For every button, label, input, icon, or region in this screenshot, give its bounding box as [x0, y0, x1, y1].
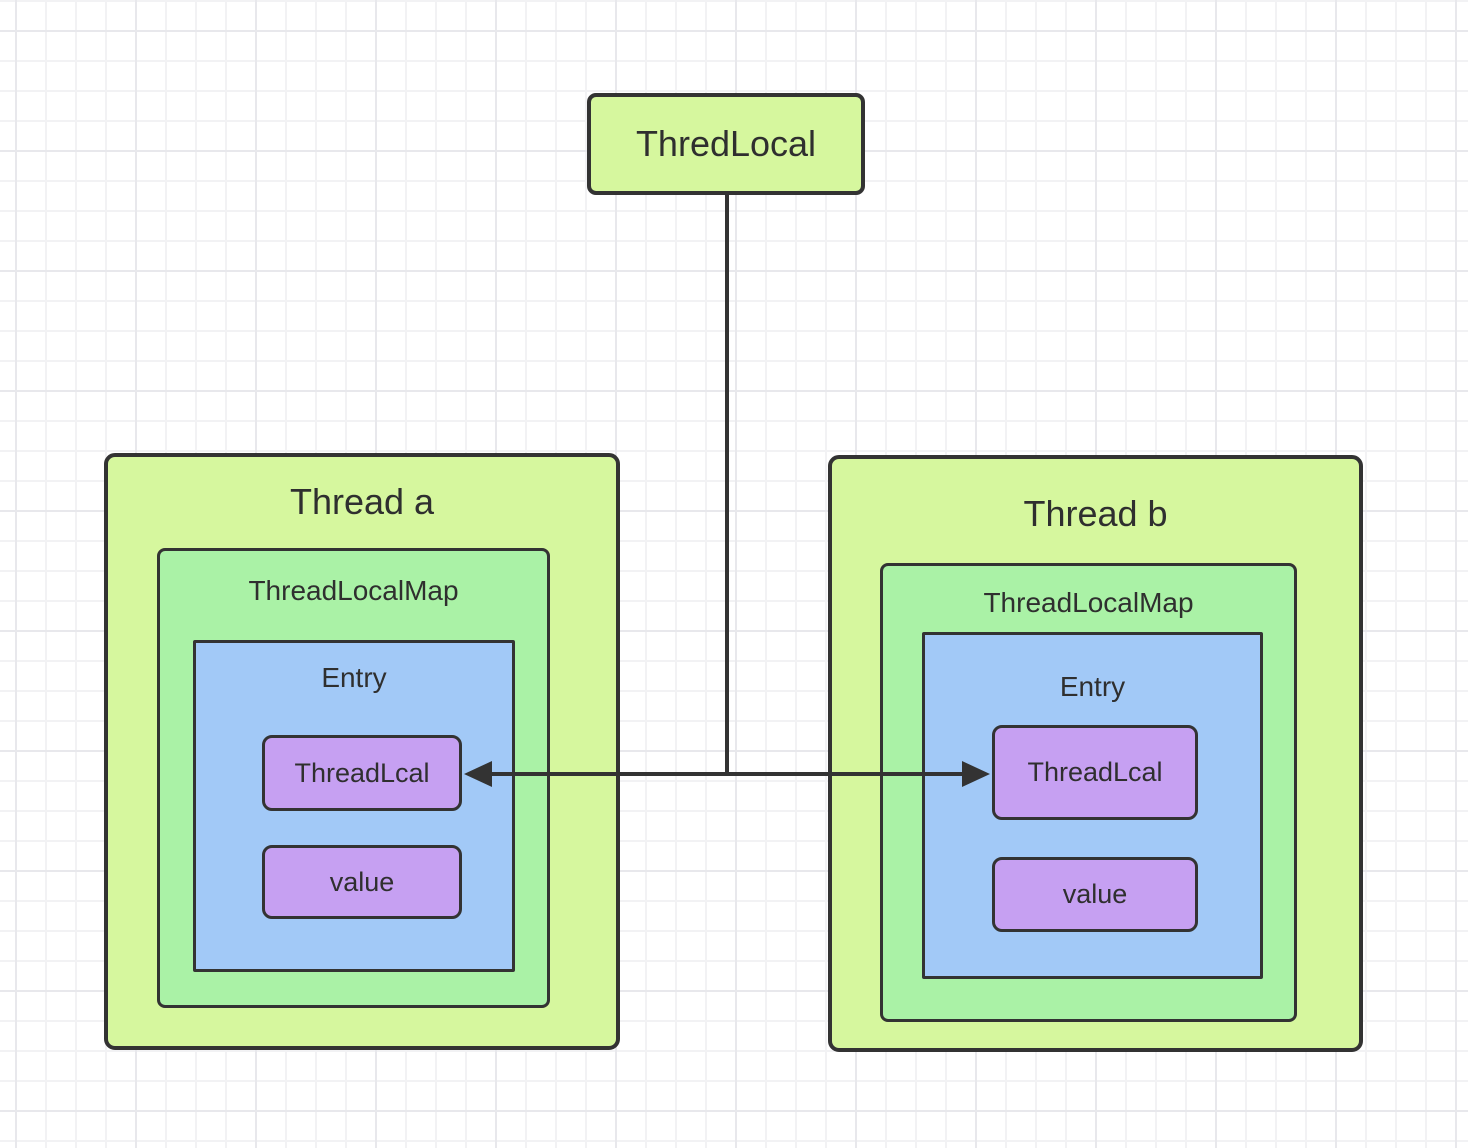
value-a-label: value — [329, 866, 395, 897]
node-threadlcal-b: ThreadLcal — [992, 725, 1198, 820]
node-threadlocal-root-label: ThredLocal — [635, 123, 817, 164]
threadlocalmap-b-title: ThreadLocalMap — [983, 587, 1194, 618]
thread-a-title: Thread a — [289, 481, 435, 522]
node-threadlocal-root: ThredLocal — [587, 93, 865, 195]
value-b-label: value — [1062, 879, 1128, 909]
thread-b-title: Thread b — [1023, 493, 1168, 534]
entry-b-title: Entry — [1059, 671, 1126, 702]
entry-a-title: Entry — [321, 662, 387, 693]
threadlocalmap-a-title: ThreadLocalMap — [248, 575, 459, 606]
node-value-a: value — [262, 845, 462, 919]
node-value-b: value — [992, 857, 1198, 932]
threadlcal-a-label: ThreadLcal — [294, 757, 430, 788]
threadlcal-b-label: ThreadLcal — [1027, 757, 1163, 787]
node-threadlcal-a: ThreadLcal — [262, 735, 462, 811]
